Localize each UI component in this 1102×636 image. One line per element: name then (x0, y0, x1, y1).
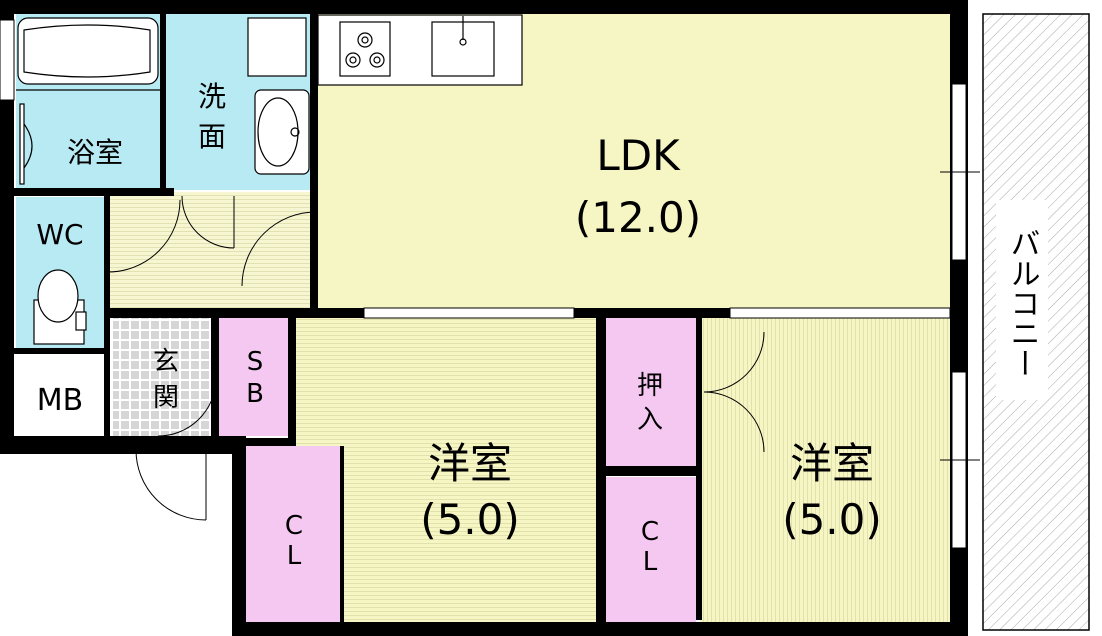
doors (107, 195, 765, 521)
closet2-label-1: C (641, 517, 659, 547)
ldk-size-label: (12.0) (575, 193, 701, 242)
closet2-label-2: L (643, 547, 658, 577)
toilet-icon (33, 269, 87, 345)
mb-floor (16, 352, 105, 437)
western2-label: 洋室 (790, 439, 874, 488)
closet2-floor (606, 477, 696, 622)
washroom-label-2: 面 (198, 120, 226, 153)
sb-label-2: B (246, 379, 264, 409)
balcony-label: バルコニー (1005, 228, 1040, 378)
closet1-label-1: C (285, 511, 303, 541)
entrance-floor (113, 318, 213, 436)
western2-lines (700, 318, 950, 622)
bath-label: 浴室 (67, 136, 123, 169)
mb-label: MB (37, 383, 83, 418)
entrance-label-2: 関 (153, 383, 179, 413)
ldk-label: LDK (596, 131, 681, 180)
closet1-label-2: L (287, 541, 302, 571)
oshiire-label-1: 押 (637, 371, 663, 401)
western2-size-label: (5.0) (782, 495, 882, 544)
balcony (968, 0, 1102, 636)
closet1-floor (246, 446, 342, 622)
washroom-label-1: 洗 (198, 80, 226, 113)
western1-size-label: (5.0) (420, 495, 520, 544)
sb-floor (218, 318, 290, 436)
windows (0, 19, 980, 549)
washbasin (247, 17, 310, 175)
bathtub (16, 17, 163, 185)
hall-lines (106, 192, 314, 310)
entrance-label-1: 玄 (153, 347, 179, 377)
oshiire-label-2: 入 (637, 405, 663, 435)
sb-label-1: S (247, 347, 264, 377)
kitchen-sink-icon (431, 16, 495, 77)
gas-stove-icon (339, 21, 391, 77)
western1-label: 洋室 (428, 439, 512, 488)
wc-label: WC (36, 218, 83, 251)
oshiire-floor (606, 318, 696, 468)
